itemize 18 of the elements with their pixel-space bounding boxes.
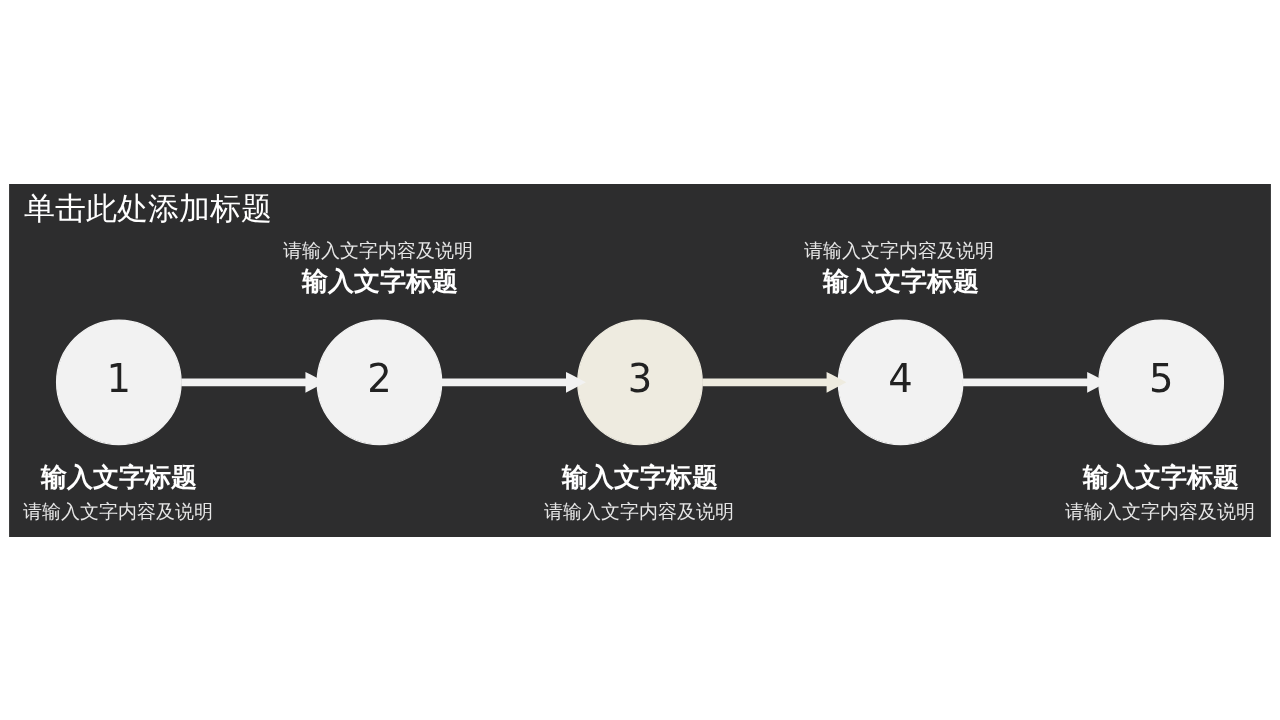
node-circle: 2 — [316, 318, 443, 445]
node-circle: 3 — [577, 318, 703, 445]
node-circle: 5 — [1098, 318, 1225, 445]
arrow — [441, 371, 586, 393]
arrow — [702, 371, 847, 393]
node-label: 请输入文字内容及说明 — [1064, 499, 1255, 523]
node-label: 输入文字标题 — [41, 461, 198, 492]
node-label: 输入文字标题 — [822, 265, 979, 296]
node-label: 请输入文字内容及说明 — [283, 238, 474, 262]
node-label: 输入文字标题 — [301, 265, 458, 296]
node-label: 输入文字标题 — [562, 461, 719, 492]
node-label: 请输入文字内容及说明 — [543, 499, 734, 523]
node-circle: 4 — [837, 318, 964, 445]
diagram-title: 单击此处添加标题 — [24, 189, 273, 226]
node-circle: 1 — [55, 318, 182, 445]
node-label: 请输入文字内容及说明 — [804, 238, 995, 262]
node-label: 请输入文字内容及说明 — [22, 499, 213, 523]
node-label: 输入文字标题 — [1083, 461, 1240, 492]
